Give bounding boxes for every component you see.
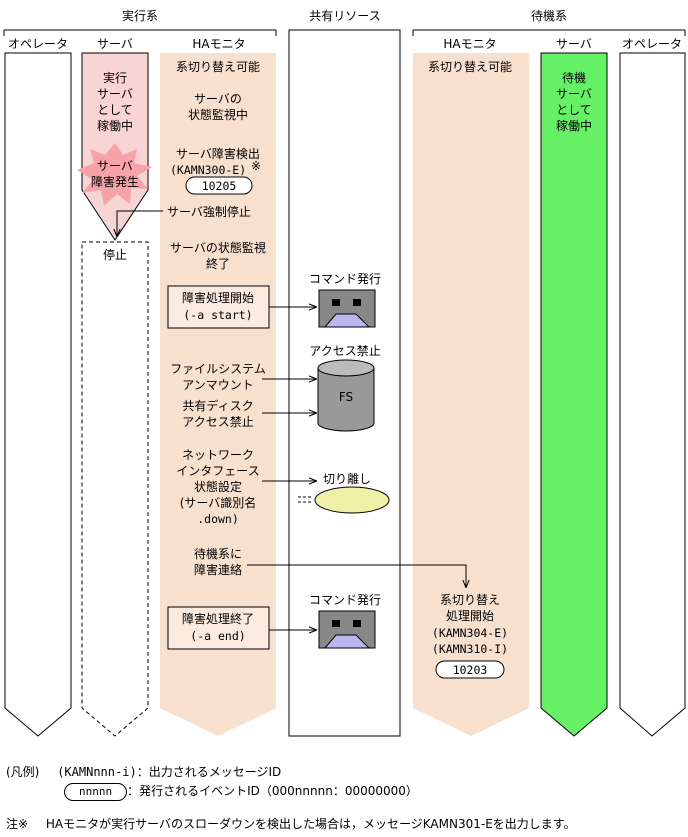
access-block-label: アクセス禁止 — [309, 344, 380, 358]
active-server-running-label: 実行 サーバ として 稼働中 — [97, 70, 133, 133]
command-device-icon — [318, 289, 376, 328]
footnote: 注※ HAモニタが実行サーバのスローダウンを検出した場合は，メッセージKAMN3… — [6, 815, 576, 832]
svg-text:サーバの: サーバの — [194, 92, 242, 106]
fail-end-command: (-a end) — [190, 629, 245, 643]
ha-active-force-stop: サーバ強制停止 — [167, 204, 251, 219]
svg-text:アンマウント: アンマウント — [182, 378, 254, 392]
svg-text:状態設定: 状態設定 — [194, 479, 242, 494]
svg-text:サーバの状態監視: サーバの状態監視 — [170, 240, 266, 255]
lane-operator-active — [4, 52, 72, 737]
svg-text:障害連絡: 障害連絡 — [194, 562, 242, 577]
fail-start-command: (-a start) — [183, 308, 252, 322]
ha-standby-switch-start: 系切り替え 処理開始 (KAMN304-E) (KAMN310-I) — [432, 593, 508, 656]
svg-text:として: として — [556, 103, 592, 117]
svg-text:サーバ障害検出: サーバ障害検出 — [176, 146, 260, 161]
svg-text:状態監視中: 状態監視中 — [188, 107, 248, 122]
failure-burst-icon — [77, 143, 152, 206]
event-id-10203: 10203 — [453, 663, 488, 677]
svg-text:サーバ: サーバ — [556, 87, 592, 101]
column-header-server-standby: サーバ — [556, 37, 592, 51]
server-failure-label: サーバ 障害発生 — [91, 159, 139, 189]
svg-text:待機系に: 待機系に — [194, 546, 242, 561]
svg-text:として: として — [97, 103, 133, 117]
svg-text:サーバ: サーバ — [97, 87, 133, 101]
group-header-standby: 待機系 — [531, 8, 567, 23]
legend-event-row: nnnnn：発行されるイベントID（000nnnnn：00000000） — [64, 782, 418, 801]
arrow-force-stop — [117, 210, 163, 236]
svg-text:実行: 実行 — [103, 70, 127, 85]
fail-start-box — [167, 285, 270, 329]
fs-disk-icon — [317, 359, 375, 432]
column-header-operator-standby: オペレータ — [622, 37, 682, 51]
svg-text:終了: 終了 — [206, 256, 230, 271]
command-issue-label-1: コマンド発行 — [309, 272, 381, 286]
ha-active-monitoring: サーバの 状態監視中 — [188, 92, 248, 122]
arrow-notify-standby — [247, 564, 466, 587]
svg-text:共有ディスク: 共有ディスク — [182, 398, 253, 413]
ha-active-network: ネットワーク インタフェース 状態設定 (サーバ識別名 .down) — [176, 448, 259, 526]
fail-start-title: 障害処理開始 — [182, 290, 254, 305]
ha-active-notify: 待機系に 障害連絡 — [194, 546, 242, 577]
svg-text:インタフェース: インタフェース — [176, 464, 259, 478]
legend-message-desc: ：出力されるメッセージID — [136, 765, 282, 779]
svg-text:処理開始: 処理開始 — [446, 609, 494, 623]
command-device-icon — [318, 610, 376, 649]
svg-text:(KAMN310-I): (KAMN310-I) — [432, 642, 508, 656]
detach-label: 切り離し — [323, 472, 371, 486]
event-id-pill-10205 — [185, 176, 253, 195]
svg-text:(サーバ識別名: (サーバ識別名 — [180, 495, 257, 510]
footnote-mark-label: 注※ — [6, 817, 29, 831]
legend-message-row: (凡例) (KAMNnnn-i)：出力されるメッセージID — [6, 763, 281, 780]
ha-standby-switch-possible: 系切り替え可能 — [428, 60, 512, 74]
legend-message-code: (KAMNnnn-i) — [57, 765, 137, 779]
footnote-mark: ※ — [251, 159, 261, 173]
lane-operator-standby — [619, 52, 686, 737]
fs-label: FS — [339, 390, 353, 404]
ha-active-switch-possible: 系切り替え可能 — [176, 60, 260, 74]
svg-text:系切り替え: 系切り替え — [440, 593, 500, 607]
event-id-10205: 10205 — [202, 179, 237, 193]
server-stopped-label: 停止 — [103, 247, 127, 262]
fail-end-box — [167, 606, 270, 650]
svg-text:ファイルシステム: ファイルシステム — [170, 362, 266, 376]
svg-text:アクセス禁止: アクセス禁止 — [182, 415, 253, 429]
ha-active-disk-block: 共有ディスク アクセス禁止 — [182, 398, 253, 429]
svg-text:稼働中: 稼働中 — [556, 118, 592, 133]
lane-server-standby — [540, 52, 608, 737]
ha-active-failure-detect: サーバ障害検出 (KAMN300-E) ※ — [170, 146, 261, 177]
legend-event-desc: ：発行されるイベントID（000nnnnn：00000000） — [127, 784, 418, 798]
svg-text:サーバ: サーバ — [97, 159, 133, 173]
svg-text:稼働中: 稼働中 — [97, 118, 133, 133]
svg-text:.down): .down) — [197, 512, 239, 526]
fail-end-title: 障害処理終了 — [182, 611, 254, 626]
group-header-shared: 共有リソース — [309, 9, 380, 23]
command-issue-label-2: コマンド発行 — [309, 593, 381, 607]
event-id-pill-10203 — [435, 660, 505, 679]
svg-text:(KAMN304-E): (KAMN304-E) — [432, 626, 508, 640]
legend-event-pill: nnnnn — [64, 782, 128, 801]
svg-text:障害発生: 障害発生 — [91, 174, 139, 189]
network-interface-icon — [298, 486, 390, 514]
svg-text:待機: 待機 — [562, 70, 586, 85]
group-header-active: 実行系 — [122, 8, 158, 23]
svg-text:ネットワーク: ネットワーク — [182, 448, 254, 462]
legend-title: (凡例) — [6, 765, 40, 779]
column-header-ha-standby: HAモニタ — [443, 37, 496, 51]
svg-text:(KAMN300-E): (KAMN300-E) — [170, 163, 246, 177]
column-header-operator-active: オペレータ — [8, 37, 68, 51]
column-header-ha-active: HAモニタ — [192, 37, 245, 51]
ha-active-unmount: ファイルシステム アンマウント — [170, 362, 266, 392]
standby-server-running-label: 待機 サーバ として 稼働中 — [556, 70, 592, 133]
footnote-text: HAモニタが実行サーバのスローダウンを検出した場合は，メッセージKAMN301-… — [45, 817, 576, 831]
lane-server-active-stopped — [81, 241, 149, 737]
column-header-server-active: サーバ — [97, 37, 133, 51]
ha-active-monitor-end: サーバの状態監視 終了 — [170, 240, 266, 271]
